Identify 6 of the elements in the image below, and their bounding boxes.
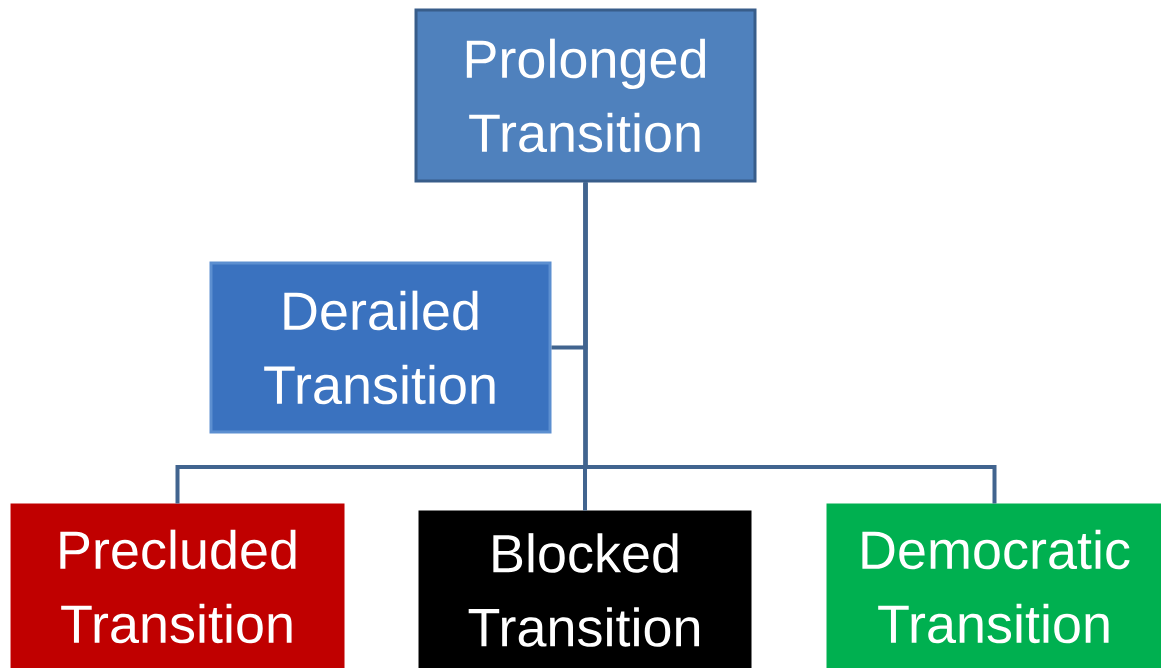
- process-box: Blocked Transition: [418, 510, 752, 668]
- process-box: Precluded Transition: [10, 503, 345, 668]
- process-box: Prolonged Transition: [414, 8, 757, 183]
- process-box: Derailed Transition: [209, 261, 552, 434]
- connector-line: [583, 182, 997, 504]
- process-box: Democratic Transition: [826, 503, 1161, 668]
